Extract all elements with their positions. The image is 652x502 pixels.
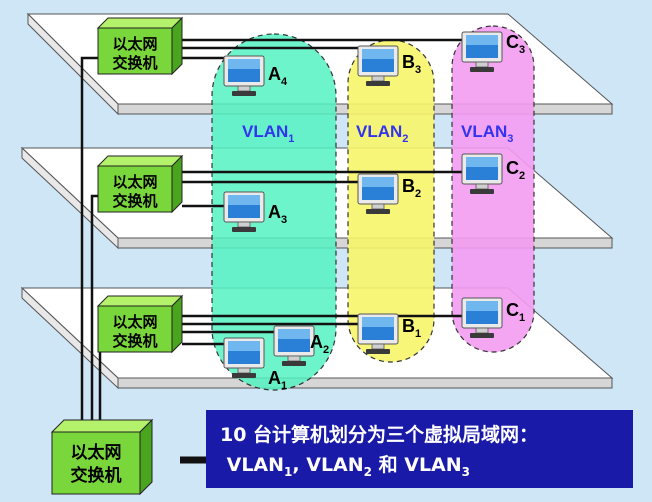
switch-middle: 以太网 交换机: [97, 155, 183, 213]
switch-label: 以太网: [112, 313, 157, 331]
computer-label: B1: [402, 316, 421, 340]
cables: [80, 38, 484, 464]
vlan1-region: [211, 33, 337, 391]
switch-label: 以太网: [112, 35, 157, 53]
caption-box: 10 台计算机划分为三个虚拟局域网： VLAN1, VLAN2 和 VLAN3: [206, 410, 633, 488]
computer-b1: B1: [357, 313, 421, 355]
caption-line-1: 10 台计算机划分为三个虚拟局域网：: [220, 424, 539, 446]
computer-label: A4: [268, 64, 288, 88]
switch-label: 交换机: [112, 192, 157, 210]
computer-c2: C2: [461, 153, 525, 195]
computer-label: C1: [506, 300, 525, 324]
switch-label: 交换机: [71, 465, 122, 486]
vlan1-label: VLAN1: [242, 122, 294, 145]
computer-label: B2: [402, 176, 421, 200]
computer-c3: C3: [461, 31, 525, 73]
computer-a1: A1: [223, 337, 287, 392]
computer-label: A3: [268, 202, 287, 226]
computer-label: C2: [506, 158, 525, 182]
computer-a4: A4: [223, 55, 288, 97]
computer-label: C3: [506, 32, 525, 56]
computer-c1: C1: [461, 297, 525, 339]
switch-label: 以太网: [71, 442, 122, 463]
switch-label: 交换机: [112, 332, 157, 350]
computer-label: A2: [310, 332, 329, 356]
computer-b3: B3: [357, 45, 421, 87]
computer-b2: B2: [357, 173, 421, 215]
computer-a3: A3: [223, 191, 287, 233]
computer-label: A1: [268, 368, 287, 392]
caption-line-2: VLAN1, VLAN2 和 VLAN3: [226, 454, 471, 479]
switch-central: 以太网 交换机: [50, 418, 154, 496]
switch-bottom: 以太网 交换机: [97, 295, 183, 353]
switch-label: 以太网: [112, 173, 157, 191]
vlan3-label: VLAN3: [461, 122, 513, 145]
computer-label: B3: [402, 52, 421, 76]
switch-top: 以太网 交换机: [97, 17, 183, 75]
switch-label: 交换机: [112, 54, 157, 72]
vlan2-label: VLAN2: [356, 122, 408, 145]
computer-a2: A2: [273, 325, 329, 367]
